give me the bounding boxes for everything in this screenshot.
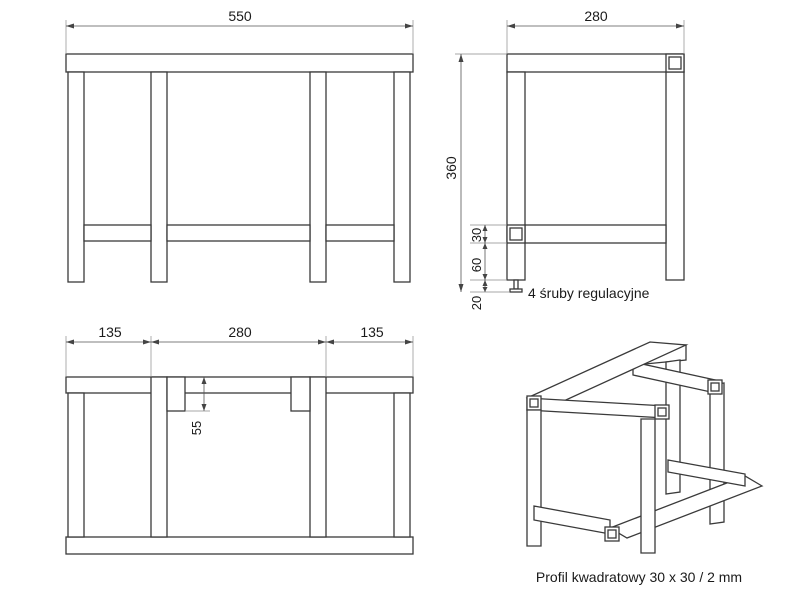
- middle-section-label: 280: [228, 324, 252, 340]
- top-notch-right: [290, 376, 311, 412]
- front-width-label: 550: [228, 8, 252, 24]
- side-top-rail: [506, 53, 685, 73]
- top-front-rail: [65, 536, 414, 555]
- profile-caption: Profil kwadratowy 30 x 30 / 2 mm: [536, 569, 742, 585]
- front-view: [65, 53, 414, 283]
- top-back-rail: [65, 376, 414, 394]
- top-side-rail-left: [67, 392, 85, 538]
- leveling-screw-foot: [509, 288, 523, 293]
- profile-size-label: 30: [469, 228, 484, 242]
- top-divider-right: [309, 376, 327, 538]
- top-view: [65, 376, 414, 555]
- side-depth-dimension: 280: [506, 8, 685, 54]
- side-leg-front: [506, 71, 526, 281]
- foot-height-label: 20: [469, 296, 484, 310]
- top-divider-left: [150, 376, 168, 538]
- side-profile-section-bottom: [506, 224, 526, 244]
- front-top-rail: [65, 53, 414, 73]
- left-section-label: 135: [98, 324, 122, 340]
- side-depth-label: 280: [584, 8, 608, 24]
- top-section-dimensions: 135 280 135: [65, 324, 414, 377]
- leveling-screw-stem: [513, 279, 519, 290]
- side-height-label: 360: [443, 156, 459, 180]
- front-bottom-rail-left: [83, 224, 152, 242]
- notch-depth-dimension: 55: [185, 377, 210, 435]
- side-vertical-dimensions: 360 30 60 20: [443, 53, 510, 310]
- isometric-view: [525, 341, 764, 554]
- rail-height-label: 60: [469, 258, 484, 272]
- side-view: [506, 53, 685, 293]
- top-side-rail-right: [393, 392, 411, 538]
- front-leg-inner-right: [309, 71, 327, 283]
- front-leg-right: [393, 71, 411, 283]
- top-notch-left: [166, 376, 186, 412]
- front-bottom-rail-middle: [166, 224, 311, 242]
- leveling-screws-note: 4 śruby regulacyjne: [528, 285, 650, 301]
- front-bottom-rail-right: [325, 224, 395, 242]
- front-leg-left: [67, 71, 85, 283]
- front-width-dimension: 550: [65, 8, 414, 54]
- front-leg-inner-left: [150, 71, 168, 283]
- right-section-label: 135: [360, 324, 384, 340]
- side-bottom-rail: [524, 224, 667, 244]
- notch-depth-label: 55: [189, 421, 204, 435]
- side-leg-back: [665, 71, 685, 281]
- side-profile-section-top: [665, 53, 685, 73]
